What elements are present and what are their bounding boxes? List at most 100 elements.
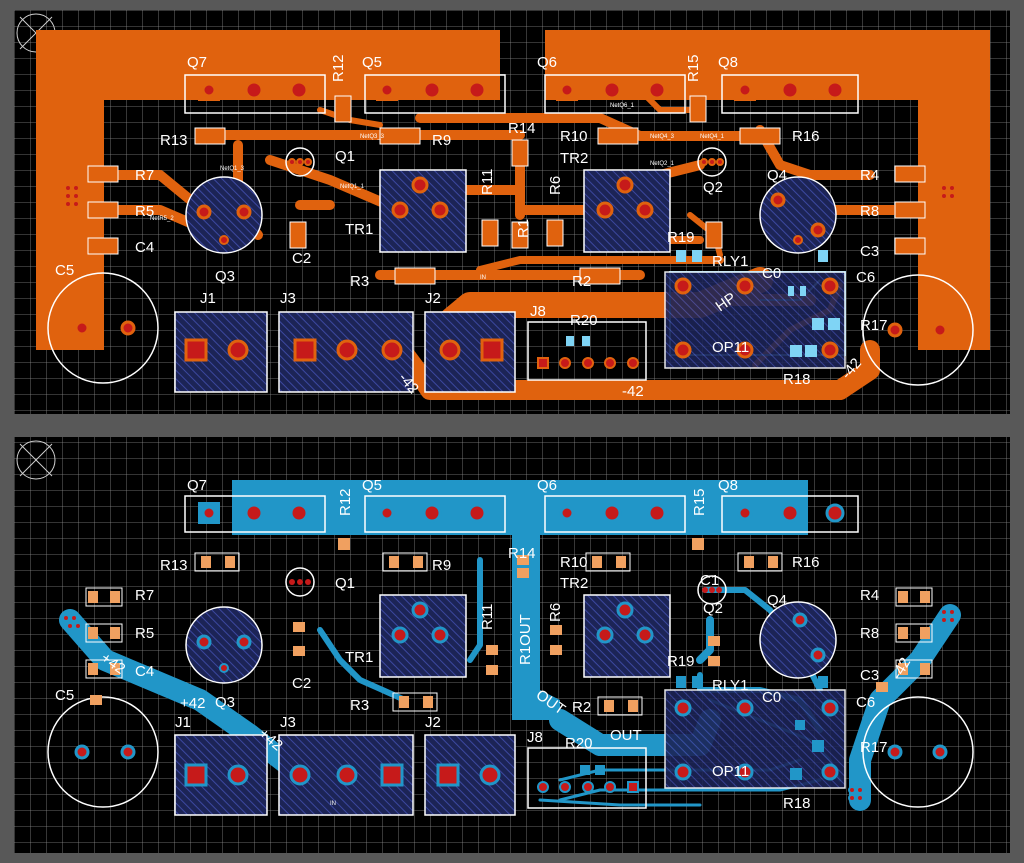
top-big-capacitors bbox=[47, 272, 974, 386]
svg-text:TR2: TR2 bbox=[560, 575, 588, 592]
bottom-designators: Q7 Q5 Q6 Q8 R12 R15 R13 R9 R14 R10 R16 Q… bbox=[55, 477, 888, 812]
top-copper-pour bbox=[36, 30, 990, 350]
svg-text:R11: R11 bbox=[479, 169, 496, 195]
svg-text:R7: R7 bbox=[135, 167, 154, 184]
svg-text:R5: R5 bbox=[135, 203, 154, 220]
svg-text:R3: R3 bbox=[350, 697, 369, 714]
svg-text:R10: R10 bbox=[560, 128, 588, 145]
svg-text:J1: J1 bbox=[175, 714, 191, 731]
top-round-transistors bbox=[185, 147, 837, 254]
bottom-transistor-row bbox=[184, 495, 859, 533]
svg-text:R1OUT: R1OUT bbox=[517, 614, 534, 665]
svg-text:Q1: Q1 bbox=[335, 575, 355, 592]
svg-text:Q8: Q8 bbox=[718, 54, 738, 71]
svg-text:OUT: OUT bbox=[610, 727, 642, 744]
svg-text:R19: R19 bbox=[667, 229, 695, 246]
svg-text:J2: J2 bbox=[425, 714, 441, 731]
svg-text:R17: R17 bbox=[860, 317, 888, 334]
svg-text:R7: R7 bbox=[135, 587, 154, 604]
svg-text:R6: R6 bbox=[547, 176, 564, 195]
svg-text:R2: R2 bbox=[572, 273, 591, 290]
svg-text:R17: R17 bbox=[860, 739, 888, 756]
svg-text:C5: C5 bbox=[55, 687, 74, 704]
svg-text:Q6: Q6 bbox=[537, 477, 557, 494]
svg-text:NetQ6_1: NetQ6_1 bbox=[610, 103, 635, 109]
svg-text:C5: C5 bbox=[55, 262, 74, 279]
svg-text:+42: +42 bbox=[180, 695, 205, 712]
svg-text:R9: R9 bbox=[432, 132, 451, 149]
svg-text:R19: R19 bbox=[667, 653, 695, 670]
svg-text:NetQ1_3: NetQ1_3 bbox=[220, 166, 245, 172]
svg-text:R20: R20 bbox=[565, 735, 593, 752]
svg-text:C0: C0 bbox=[762, 265, 781, 282]
svg-text:C2: C2 bbox=[292, 250, 311, 267]
svg-text:R14: R14 bbox=[508, 120, 536, 137]
svg-text:NetQ4_1: NetQ4_1 bbox=[700, 134, 725, 140]
svg-text:C1: C1 bbox=[700, 572, 719, 589]
svg-text:R10: R10 bbox=[560, 554, 588, 571]
svg-text:R8: R8 bbox=[860, 203, 879, 220]
svg-text:R3: R3 bbox=[350, 273, 369, 290]
svg-text:C6: C6 bbox=[856, 694, 875, 711]
bottom-blue-smd bbox=[580, 676, 828, 780]
svg-text:J1: J1 bbox=[200, 290, 216, 307]
svg-text:R12: R12 bbox=[337, 488, 354, 516]
top-designators: Q7 Q5 Q6 Q8 R12 R15 R13 R9 R14 R10 R16 Q… bbox=[55, 54, 888, 388]
svg-text:R18: R18 bbox=[783, 371, 811, 388]
svg-text:J3: J3 bbox=[280, 714, 296, 731]
svg-text:R8: R8 bbox=[860, 625, 879, 642]
svg-text:R13: R13 bbox=[160, 557, 188, 574]
svg-text:Q4: Q4 bbox=[767, 167, 787, 184]
bottom-via-clusters bbox=[62, 608, 956, 802]
svg-text:R14: R14 bbox=[508, 545, 536, 562]
bottom-tr-blocks bbox=[379, 594, 671, 678]
svg-text:C3: C3 bbox=[860, 243, 879, 260]
top-smd-parts bbox=[87, 95, 926, 285]
svg-text:C3: C3 bbox=[860, 667, 879, 684]
svg-text:NetQ1_1: NetQ1_1 bbox=[340, 184, 365, 190]
svg-text:Q7: Q7 bbox=[187, 477, 207, 494]
svg-text:J8: J8 bbox=[527, 729, 543, 746]
svg-text:RLY1: RLY1 bbox=[712, 253, 748, 270]
svg-text:R1: R1 bbox=[515, 219, 532, 238]
svg-text:R4: R4 bbox=[860, 587, 879, 604]
top-transistor-row bbox=[184, 74, 859, 114]
svg-text:TR2: TR2 bbox=[560, 150, 588, 167]
svg-text:Q1: Q1 bbox=[335, 148, 355, 165]
top-connectors bbox=[174, 271, 846, 393]
top-layer-view[interactable]: Q7 Q5 Q6 Q8 R12 R15 R13 R9 R14 R10 R16 Q… bbox=[14, 10, 1010, 414]
bottom-round-transistors bbox=[185, 567, 837, 684]
svg-text:Q4: Q4 bbox=[767, 592, 787, 609]
svg-text:Q5: Q5 bbox=[362, 54, 382, 71]
svg-text:Q3: Q3 bbox=[215, 694, 235, 711]
svg-text:-42: -42 bbox=[622, 383, 644, 400]
bottom-smd-parts bbox=[85, 538, 933, 716]
svg-text:C4: C4 bbox=[135, 663, 154, 680]
svg-text:Q8: Q8 bbox=[718, 477, 738, 494]
svg-text:Q3: Q3 bbox=[215, 268, 235, 285]
svg-text:J8: J8 bbox=[530, 303, 546, 320]
svg-text:NetR5_2: NetR5_2 bbox=[150, 216, 174, 222]
svg-text:NetQ4_3: NetQ4_3 bbox=[650, 134, 675, 140]
bottom-copper-pour bbox=[232, 480, 808, 720]
svg-text:OP11: OP11 bbox=[712, 339, 749, 356]
svg-text:TR1: TR1 bbox=[345, 649, 373, 666]
bottom-layer-view[interactable]: Q7 Q5 Q6 Q8 R12 R15 R13 R9 R14 R10 R16 Q… bbox=[14, 437, 1010, 853]
bottom-th-pads bbox=[198, 502, 845, 524]
svg-text:IN: IN bbox=[480, 275, 486, 281]
svg-text:R6: R6 bbox=[547, 603, 564, 622]
svg-text:R12: R12 bbox=[330, 54, 347, 82]
svg-text:R18: R18 bbox=[783, 795, 811, 812]
svg-text:R4: R4 bbox=[860, 167, 879, 184]
svg-text:OP11: OP11 bbox=[712, 763, 749, 780]
svg-text:Q2: Q2 bbox=[703, 179, 723, 196]
svg-text:Q5: Q5 bbox=[362, 477, 382, 494]
svg-text:Q7: Q7 bbox=[187, 54, 207, 71]
svg-text:R15: R15 bbox=[685, 54, 702, 82]
svg-text:R20: R20 bbox=[570, 312, 598, 329]
svg-text:C4: C4 bbox=[135, 239, 154, 256]
svg-text:R5: R5 bbox=[135, 625, 154, 642]
svg-text:TR1: TR1 bbox=[345, 221, 373, 238]
